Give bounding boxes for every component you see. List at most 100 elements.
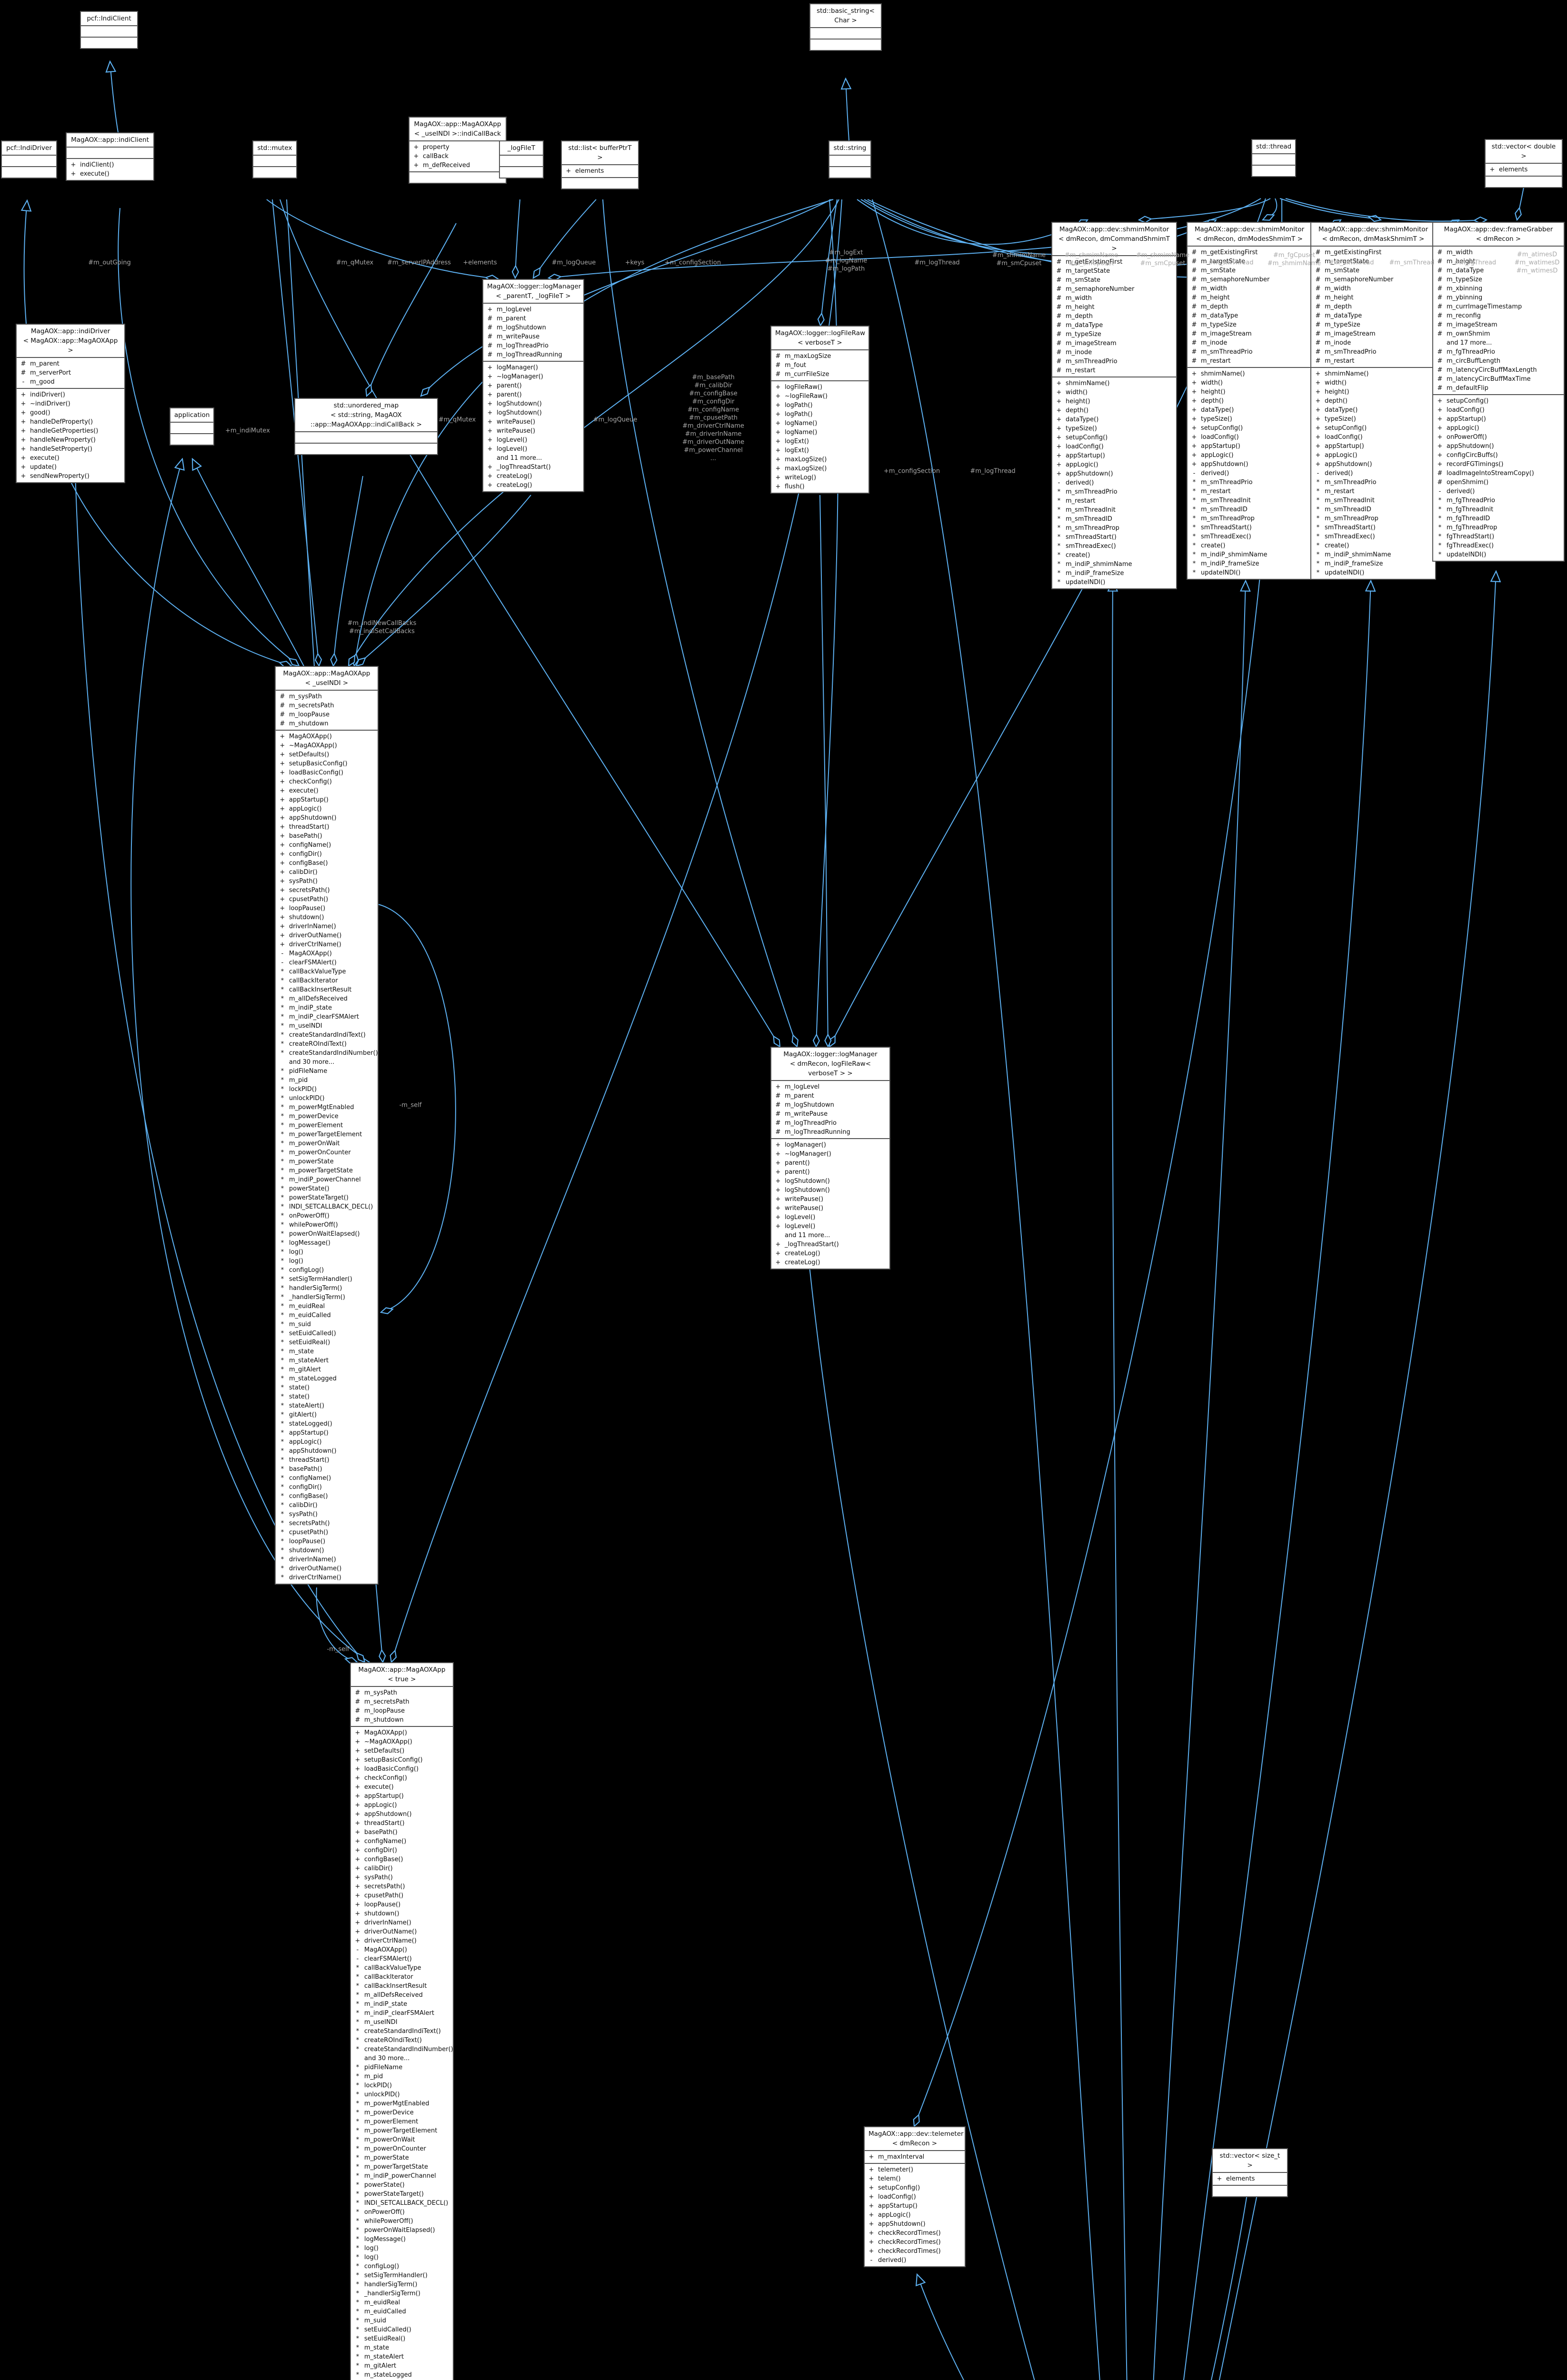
class-box-app2[interactable]: MagAOX::app::MagAOXApp < true >#m_sysPat… — [350, 1662, 454, 2380]
member-visibility: + — [1191, 416, 1197, 423]
member-row: *log() — [276, 1248, 378, 1257]
member-visibility: # — [1056, 340, 1062, 347]
member-name: logLevel() — [497, 446, 528, 453]
class-box-shmim1[interactable]: MagAOX::app::dev::shmimMonitor < dmRecon… — [1051, 222, 1177, 589]
class-box-stdString[interactable]: std::string — [828, 140, 871, 178]
class-box-shmim2[interactable]: MagAOX::app::dev::shmimMonitor < dmRecon… — [1187, 222, 1312, 580]
member-visibility: + — [20, 473, 26, 480]
member-row: +setupBasicConfig() — [351, 1755, 453, 1765]
class-box-logManager1[interactable]: MagAOX::logger::logManager < _parentT, _… — [482, 279, 584, 492]
member-name: driverInName() — [289, 1556, 336, 1563]
member-visibility: + — [355, 1756, 360, 1764]
member-name: m_depth — [1325, 303, 1352, 310]
member-visibility: + — [1437, 397, 1443, 405]
member-row: #m_imageStream — [1433, 320, 1564, 329]
member-visibility: * — [280, 1511, 284, 1518]
class-box-indiDriverTpl[interactable]: MagAOX::app::indiDriver < MagAOX::app::M… — [16, 324, 125, 483]
class-box-telemeter[interactable]: MagAOX::app::dev::telemeter < dmRecon >+… — [864, 2126, 966, 2267]
member-visibility: * — [1057, 543, 1061, 550]
member-name: m_semaphoreNumber — [1201, 276, 1270, 283]
member-row: *m_stateLogged — [351, 2370, 453, 2380]
class-box-logFileT[interactable]: _logFileT — [499, 140, 544, 178]
class-box-unorderedMap[interactable]: std::unordered_map < std::string, MagAOX… — [294, 398, 438, 455]
member-visibility: + — [1489, 166, 1495, 173]
member-row: *onPowerOff() — [276, 1211, 378, 1220]
member-row: -derived() — [865, 2256, 965, 2265]
member-row: *smThreadExec() — [1311, 532, 1435, 541]
member-row: *m_stateAlert — [276, 1356, 378, 1365]
class-box-indiCallBack[interactable]: MagAOX::app::MagAOXApp < _useINDI >::ind… — [409, 117, 507, 184]
member-visibility: + — [868, 2153, 874, 2161]
member-name: recordFGTimings() — [1447, 461, 1504, 468]
class-box-stdThread[interactable]: std::thread — [1251, 139, 1296, 177]
methods-section-indiDriverTpl: +indiDriver()+~indiDriver()+good()+handl… — [17, 388, 124, 482]
member-name: m_indiP_state — [289, 1004, 332, 1012]
class-box-pcfIndiClient[interactable]: pcf::IndiClient — [80, 11, 138, 49]
methods-section-shmim2: +shmimName()+width()+height()+depth()+da… — [1188, 367, 1311, 579]
class-box-logManager2[interactable]: MagAOX::logger::logManager < dmRecon, lo… — [770, 1047, 890, 1269]
member-visibility: # — [1191, 249, 1197, 256]
member-row: *m_smThreadProp — [1052, 524, 1176, 533]
member-visibility: + — [1437, 452, 1443, 459]
member-name: m_powerOnCounter — [289, 1149, 351, 1156]
member-name: m_imageStream — [1325, 330, 1376, 337]
member-name: handleSetProperty() — [30, 446, 92, 453]
class-box-app1[interactable]: MagAOX::app::MagAOXApp < _useINDI >#m_sy… — [275, 666, 379, 1585]
member-name: configBase() — [289, 860, 328, 867]
member-row: +basePath() — [351, 1828, 453, 1837]
class-box-application[interactable]: application — [170, 407, 214, 446]
member-visibility: # — [1056, 304, 1062, 311]
member-name: m_inode — [1066, 349, 1092, 356]
class-box-pcfIndiDriver[interactable]: pcf::IndiDriver — [1, 140, 57, 178]
member-row: *m_powerElement — [276, 1121, 378, 1130]
member-row: #m_smThreadPrio — [1052, 357, 1176, 366]
member-name: logShutdown() — [785, 1187, 830, 1194]
member-name: INDI_SETCALLBACK_DECL() — [289, 1203, 373, 1210]
member-row: +width() — [1052, 388, 1176, 397]
member-visibility: # — [1191, 312, 1197, 319]
member-name: height() — [1066, 398, 1090, 405]
member-name: m_smThreadPrio — [1201, 348, 1253, 356]
member-row: +cpusetPath() — [351, 1891, 453, 1900]
member-row: +dataType() — [1188, 406, 1311, 415]
methods-section-vectorDouble — [1486, 176, 1562, 187]
member-name: m_height — [1325, 294, 1354, 301]
member-visibility: + — [279, 787, 285, 794]
class-title-telemeter: MagAOX::app::dev::telemeter < dmRecon > — [868, 2130, 964, 2147]
member-row: +parent() — [483, 390, 583, 399]
member-visibility: * — [356, 2145, 359, 2152]
class-box-mutex[interactable]: std::mutex — [252, 140, 297, 178]
member-name: m_indiP_shmimName — [1325, 551, 1391, 558]
edge-label-l8: #m_logExt #m_logName #m_logPath — [825, 249, 868, 273]
member-visibility: + — [1437, 407, 1443, 414]
member-name: whilePowerOff() — [289, 1221, 338, 1229]
class-box-vectorDouble[interactable]: std::vector< double >+elements — [1485, 139, 1563, 188]
member-name: m_height — [1447, 258, 1476, 265]
class-box-basicString[interactable]: std::basic_string< Char > — [809, 3, 882, 51]
member-row: *m_indiP_shmimName — [1052, 560, 1176, 569]
member-row: +createLog() — [771, 1258, 889, 1267]
class-box-logFileRaw[interactable]: MagAOX::logger::logFileRaw < verboseT >#… — [770, 326, 869, 494]
class-box-vectorSizeT[interactable]: std::vector< size_t >+elements — [1212, 2148, 1288, 2197]
member-name: m_powerElement — [364, 2118, 419, 2125]
member-name: writePause() — [497, 427, 536, 435]
member-name: dataType() — [1201, 407, 1234, 414]
edge-agg-list-lm1 — [533, 199, 597, 278]
member-visibility: * — [356, 2335, 359, 2342]
member-visibility: + — [775, 1141, 781, 1149]
member-row: *fgThreadStart() — [1433, 532, 1564, 541]
member-visibility — [483, 454, 497, 463]
class-box-frameGrabber[interactable]: MagAOX::app::dev::frameGrabber < dmRecon… — [1432, 222, 1565, 562]
member-name: m_imageStream — [1201, 330, 1252, 337]
member-name: flush() — [785, 483, 805, 490]
class-box-indiClient[interactable]: MagAOX::app::indiClient+indiClient()+exe… — [66, 132, 154, 181]
member-visibility: * — [1316, 569, 1320, 576]
class-box-listBufferPtrT[interactable]: std::list< bufferPtrT >+elements — [561, 140, 639, 189]
member-row: +logLevel() — [483, 445, 583, 454]
member-row: *m_gitAlert — [351, 2361, 453, 2370]
member-row: +logShutdown() — [483, 399, 583, 408]
class-box-shmim3[interactable]: MagAOX::app::dev::shmimMonitor < dmRecon… — [1310, 222, 1436, 580]
member-name: m_defReceived — [423, 162, 470, 169]
member-name: driverCtrlName() — [289, 1574, 341, 1581]
member-row: +~logManager() — [483, 372, 583, 381]
